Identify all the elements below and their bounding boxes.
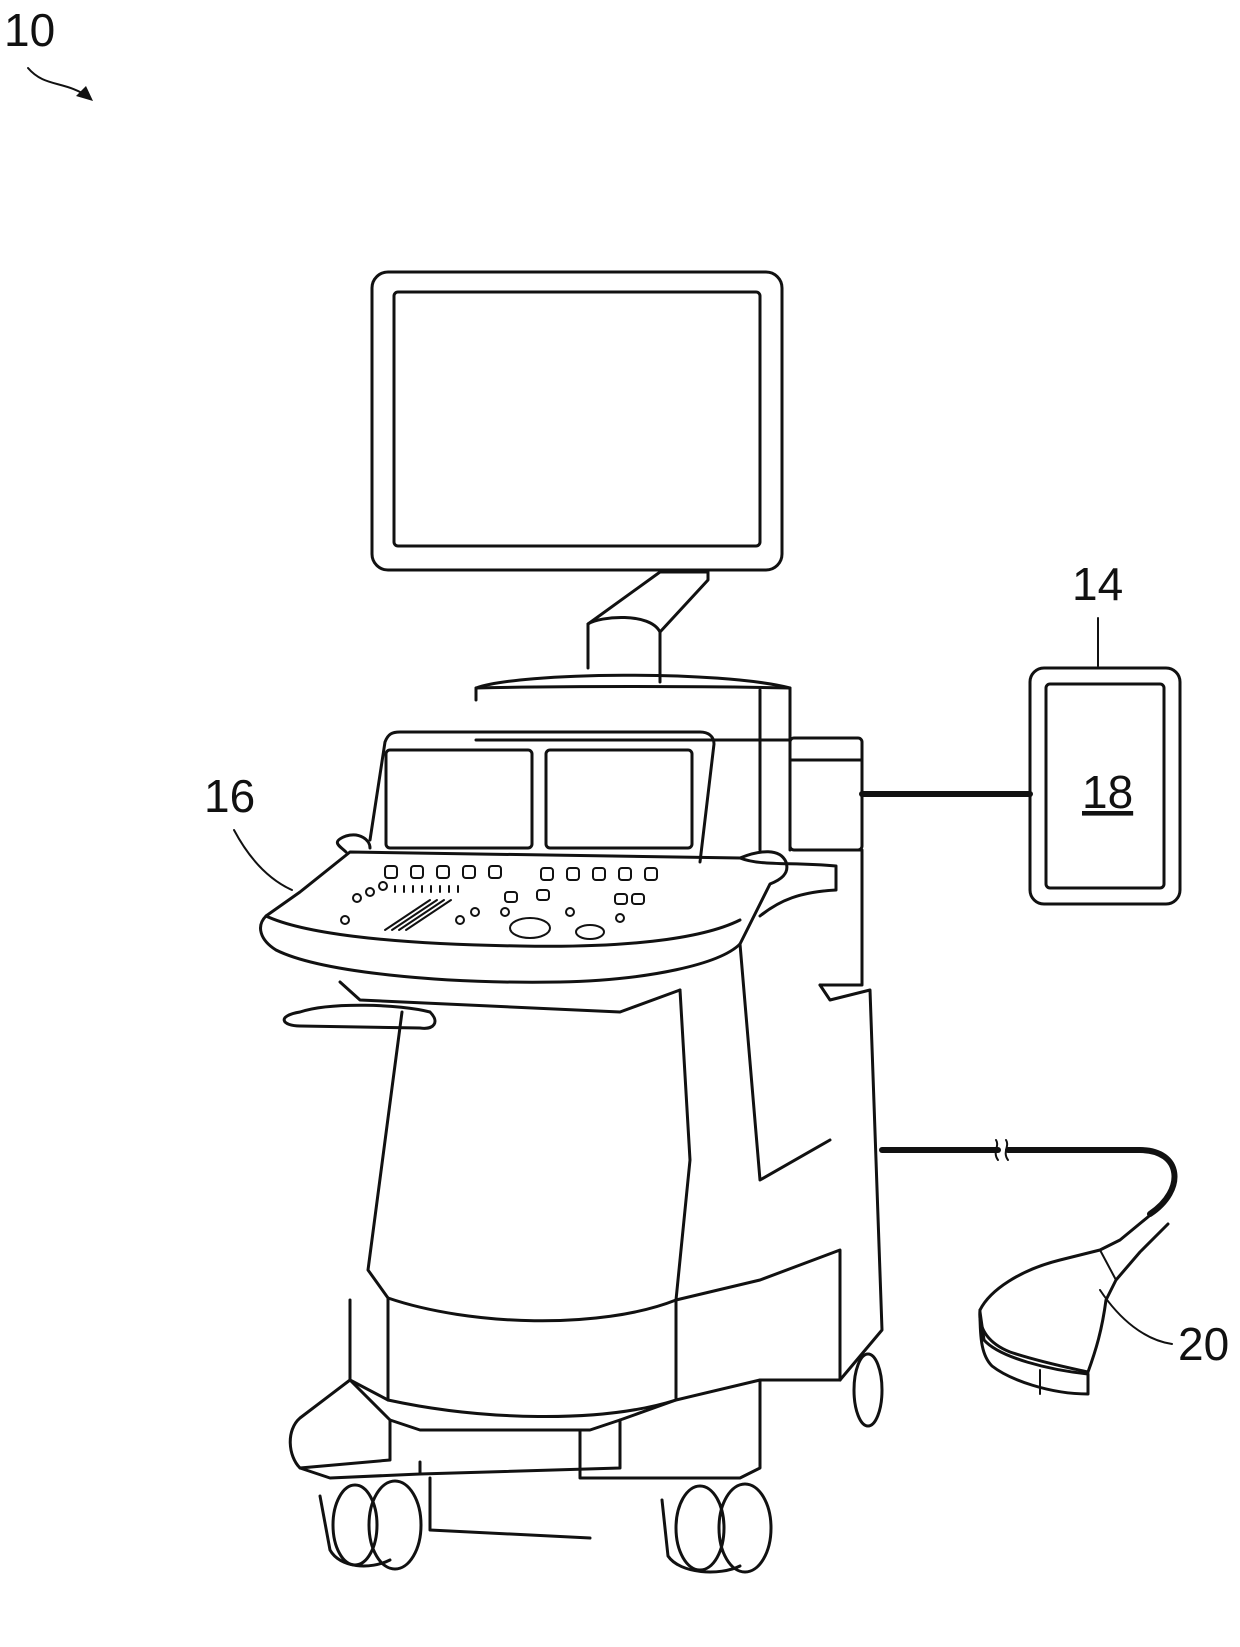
- ref-label-console: 16: [204, 770, 255, 822]
- main-monitor: [372, 272, 782, 570]
- ref-label-system: 10: [4, 4, 55, 56]
- ref-label-tablet: 14: [1072, 558, 1123, 610]
- cart-lower-body: [290, 944, 882, 1572]
- monitor-arm: [588, 572, 708, 682]
- ref-arrow-system: [28, 68, 93, 101]
- ref-leader-console: [234, 830, 292, 890]
- control-console: [261, 732, 836, 1028]
- probe-cable: [882, 1140, 1174, 1214]
- ref-leader-probe: [1100, 1290, 1172, 1344]
- ref-label-probe: 20: [1178, 1318, 1229, 1370]
- ultrasound-probe: [980, 1212, 1168, 1394]
- ref-label-tablet-screen: 18: [1082, 766, 1133, 818]
